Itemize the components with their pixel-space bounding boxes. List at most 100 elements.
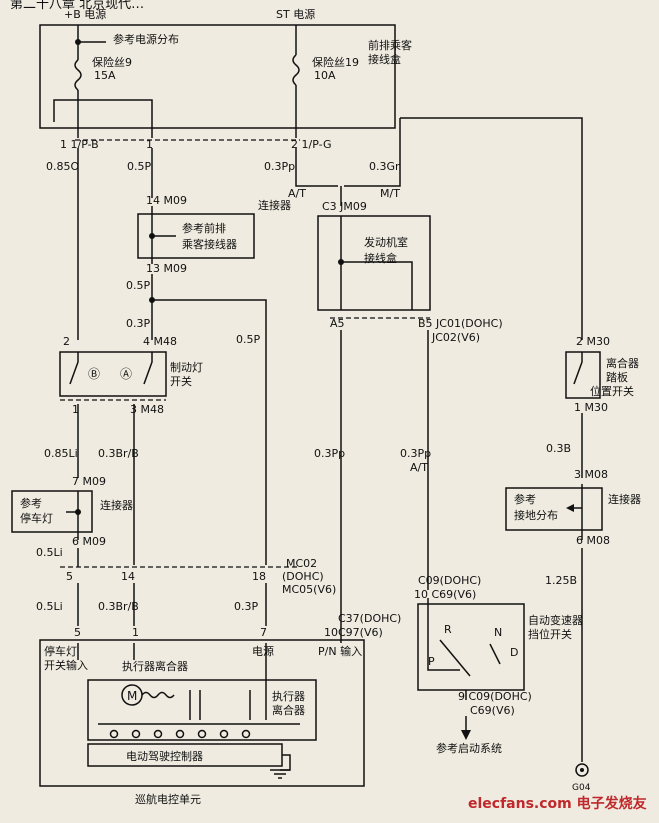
wire-03b: 0.3B: [546, 442, 571, 455]
ref-start-label: 参考启动系统: [436, 741, 502, 755]
pin-a5: A5: [330, 317, 345, 330]
wire-03brb-b: 0.3Br/B: [98, 600, 139, 613]
st-label: ST 电源: [276, 7, 315, 21]
motor-label: M: [127, 689, 137, 703]
ref-front-box: [137, 213, 255, 259]
ref-ground-line2: 接地分布: [514, 509, 558, 522]
connector-label-1: 连接器: [258, 199, 291, 212]
c09-top-line2: 10 C69(V6): [414, 588, 476, 601]
wire-05li-b: 0.5Li: [36, 600, 63, 613]
wire-085o: 0.85O: [46, 160, 79, 173]
fuse9-amp: 15A: [94, 69, 116, 82]
cruise-unit-label: 巡航电控单元: [135, 792, 201, 806]
ref-ground-box: [505, 487, 603, 531]
wire-085li: 0.85Li: [44, 447, 78, 460]
brake-sw-line2: 开关: [170, 374, 192, 388]
act-clutch-label: 执行器离合器: [122, 659, 188, 673]
wire-05li-a: 0.5Li: [36, 546, 63, 559]
pin-5b: 5: [74, 626, 81, 639]
c09-top-line1: C09(DOHC): [418, 574, 481, 587]
ref-parking-line1: 参考: [20, 496, 42, 510]
gear-r: R: [444, 623, 452, 636]
clutch-sw-line1: 离合器: [606, 356, 639, 370]
brake-switch-box: [59, 351, 167, 397]
clutch-sw-line3: 位置开关: [590, 384, 634, 398]
fuse19-amp: 10A: [314, 69, 336, 82]
wire-05p-c: 0.5P: [236, 333, 260, 346]
mc02-line3: MC05(V6): [282, 583, 336, 596]
watermark: elecfans.com 电子发烧友: [468, 795, 647, 812]
pin-3-m48: 3 M48: [130, 403, 164, 416]
gear-switch-box: [417, 603, 525, 691]
pin-2-m30: 2 M30: [576, 335, 610, 348]
fuse19-symbol: [292, 54, 300, 86]
wire-03pp-b: 0.3Pp: [314, 447, 345, 460]
b-plus-label: +B 电源: [64, 7, 106, 21]
c37-line2: C97(V6): [338, 626, 383, 639]
pin-5a: 5: [66, 570, 73, 583]
front-box-label2: 接线盒: [368, 52, 401, 66]
park-input-line2: 开关输入: [44, 658, 88, 672]
pin-c3: C3 JM09: [322, 200, 367, 213]
front-box-label1: 前排乘客: [368, 38, 412, 52]
pin-14-m09: 14 M09: [146, 194, 187, 207]
cruise-unit-box: [39, 639, 365, 787]
mc02-line1: MC02: [286, 557, 317, 570]
clutch-switch-box: [565, 351, 601, 399]
wire-03p-a: 0.3P: [126, 317, 150, 330]
c09-bottom-line2: C69(V6): [470, 704, 515, 717]
gear-p: P: [428, 655, 435, 668]
front-junction-box: [39, 24, 396, 129]
fuse9-symbol: [74, 59, 82, 91]
pin-1b: 1: [72, 403, 79, 416]
pin-6-m08: 6 M08: [576, 534, 610, 547]
ref-ground-line1: 参考: [514, 492, 536, 506]
pin-14b: 14: [121, 570, 135, 583]
gear-sw-line2: 挡位开关: [528, 627, 572, 641]
pin-6-m09: 6 M09: [72, 535, 106, 548]
label-mt: M/T: [380, 187, 400, 200]
connector-label-3: 连接器: [608, 493, 641, 506]
pin-1-m30: 1 M30: [574, 401, 608, 414]
wire-05p-a: 0.5P: [127, 160, 151, 173]
connector-label-2: 连接器: [100, 499, 133, 512]
gear-d: D: [510, 646, 518, 659]
ground-code: G04: [572, 783, 591, 793]
wire-03gr: 0.3Gr: [369, 160, 400, 173]
pn-input-label: P/N 输入: [318, 644, 362, 658]
c09-bottom-line1: 9 C09(DOHC): [458, 690, 532, 703]
ref-power-dist: 参考电源分布: [113, 32, 179, 46]
wire-05p-b: 0.5P: [126, 279, 150, 292]
pin-7: 7: [260, 626, 267, 639]
ref-parking-box: [11, 490, 93, 533]
wire-125b: 1.25B: [545, 574, 577, 587]
gear-sw-line1: 自动变速器: [528, 613, 583, 627]
pin-2: 2: [63, 335, 70, 348]
brake-sw-line1: 制动灯: [170, 361, 203, 374]
pin-18: 18: [252, 570, 266, 583]
pin-7-m09: 7 M09: [72, 475, 106, 488]
ground-symbol: [575, 763, 589, 777]
label-at: A/T: [288, 187, 306, 200]
pin-1c: 1: [132, 626, 139, 639]
fuse19-label: 保险丝19: [312, 55, 359, 69]
engine-room-box: [317, 215, 431, 311]
pin-2-pg: 2 1/P-G: [291, 138, 332, 151]
mark-b: Ⓑ: [88, 367, 100, 381]
header-residue: 第二十八章 北京现代…: [10, 0, 144, 12]
engine-box-line1: 发动机室: [364, 235, 408, 249]
act-clutch2-line2: 离合器: [272, 703, 305, 717]
cruise-ctrl-label: 电动驾驶控制器: [126, 749, 203, 763]
ref-parking-line2: 停车灯: [20, 511, 53, 525]
act-clutch2-line1: 执行器: [272, 689, 305, 703]
pin-1: 1: [146, 138, 153, 151]
actuator-box: [87, 679, 317, 741]
mark-a: Ⓐ: [120, 367, 132, 381]
wire-03pp-a: 0.3Pp: [264, 160, 295, 173]
pin-10: 10: [324, 626, 338, 639]
pin-b5: B5 JC01(DOHC): [418, 317, 503, 330]
clutch-sw-line2: 踏板: [606, 370, 628, 384]
c37-line1: C37(DOHC): [338, 612, 401, 625]
cruise-ctrl-box: [87, 743, 283, 767]
